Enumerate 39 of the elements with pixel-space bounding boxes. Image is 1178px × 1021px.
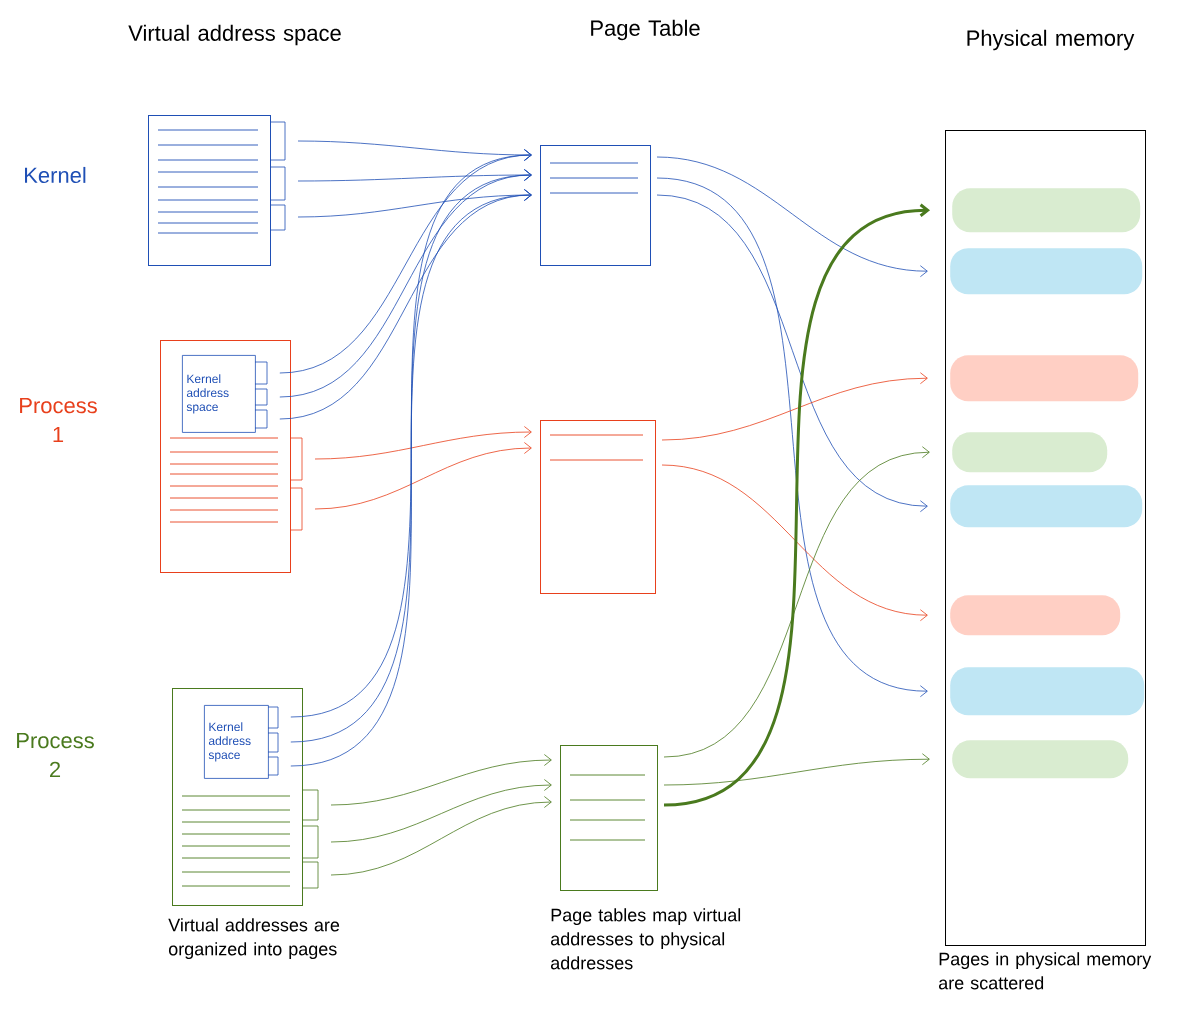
arrow xyxy=(330,779,552,843)
arrow xyxy=(314,426,532,460)
arrow xyxy=(656,194,928,513)
virtual-address-box xyxy=(160,340,303,573)
heading: Virtual address space xyxy=(128,24,341,46)
physical-memory-box xyxy=(945,130,1146,946)
arrow xyxy=(663,446,930,758)
heading: Page Table xyxy=(591,19,700,41)
arrow xyxy=(330,754,552,806)
caption: Virtual addresses are organized into pages xyxy=(168,918,340,959)
row-label: Kernel xyxy=(25,166,86,184)
page-table-box xyxy=(540,145,651,266)
page-table-box xyxy=(540,420,656,594)
arrow xyxy=(661,464,928,622)
arrow xyxy=(330,796,552,876)
memory-page-bar xyxy=(950,667,1145,716)
kernel-space-box: Kernel address space xyxy=(182,355,268,433)
row-label: Process 2 xyxy=(17,732,94,778)
memory-page-bar xyxy=(950,248,1143,295)
memory-page-bar xyxy=(950,485,1143,528)
virtual-address-box xyxy=(148,115,286,266)
memory-page-bar xyxy=(952,188,1141,233)
arrow xyxy=(663,203,930,807)
arrow xyxy=(314,442,532,510)
arrow xyxy=(656,177,928,698)
memory-page-bar xyxy=(952,432,1108,473)
arrow xyxy=(663,753,930,786)
caption: Pages in physical memory are scattered xyxy=(939,952,1152,990)
heading: Physical memory xyxy=(967,29,1135,51)
caption: Page tables map virtual addresses to physical addresses xyxy=(551,908,741,970)
virtual-address-box xyxy=(172,688,319,906)
memory-page-bar xyxy=(950,355,1139,402)
kernel-space-box: Kernel address space xyxy=(204,705,279,779)
page-table-box xyxy=(560,745,658,891)
memory-page-bar xyxy=(950,595,1121,636)
row-label: Process 1 xyxy=(20,397,97,443)
arrow xyxy=(661,372,928,441)
arrow xyxy=(656,156,928,278)
memory-page-bar xyxy=(952,740,1129,779)
